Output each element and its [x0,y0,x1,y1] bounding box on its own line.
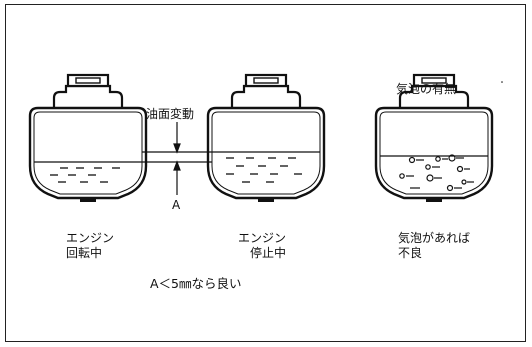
caption-line: 気泡があれば [398,231,471,245]
bubble-check-label: 気泡の有無 [396,82,457,96]
tank-running [28,73,148,204]
caption-line: エンジン [66,231,115,245]
tank-caption: 気泡があれば 不良 [398,231,470,261]
oil-dashes [226,157,302,183]
caption-line: 停止中 [250,246,287,260]
level-difference-indicator [142,122,212,195]
tolerance-note: A＜5㎜なら良い [150,276,242,291]
a-marker-label: A [172,198,181,212]
figure-frame [5,4,526,342]
caption-line: エンジン [238,231,287,245]
tank-caption: エンジン 停止中 [238,231,286,261]
tank-stopped [206,73,326,204]
oil-level-change-label: 油面変動 [146,107,195,121]
caption-line: 回転中 [66,246,103,260]
bubble-marks [399,154,474,192]
caption-line: 不良 [398,246,423,260]
tank-caption: エンジン 回転中 [66,231,114,261]
tank-bubbles [374,73,494,204]
oil-dashes [50,167,120,183]
